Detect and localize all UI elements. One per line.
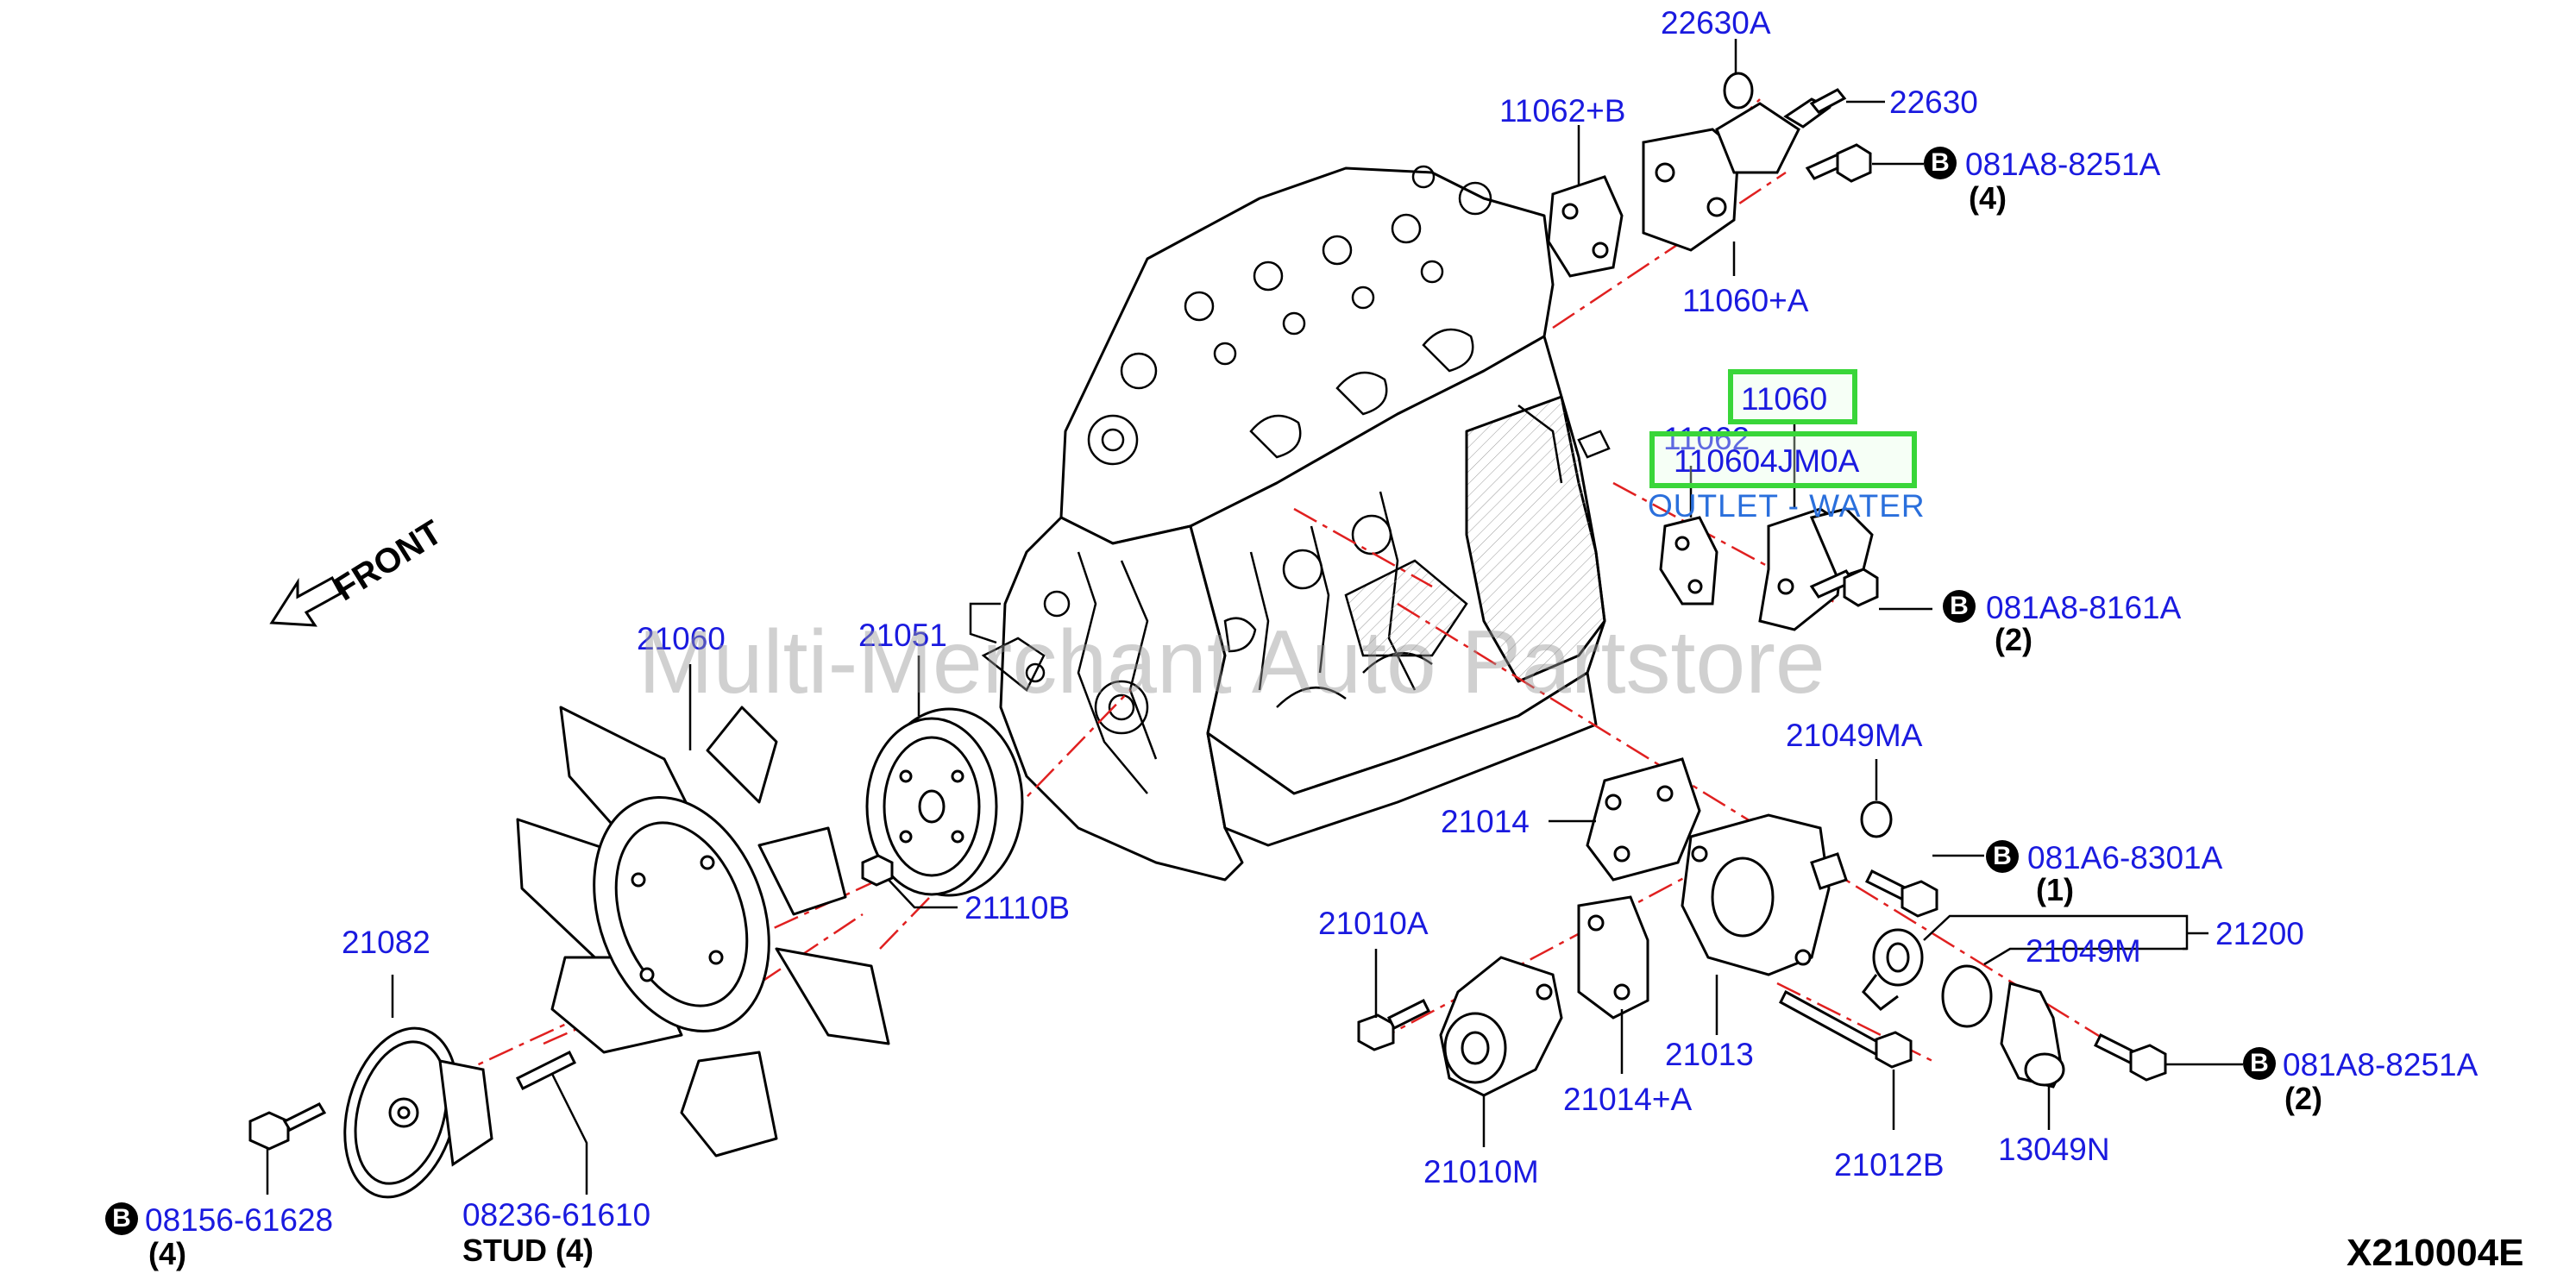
gasket-21014 <box>1586 757 1701 882</box>
quantity-label: (1) <box>2036 872 2074 907</box>
bolt-marker-icon: B <box>1924 147 1957 179</box>
quantity-label: (2) <box>2284 1081 2322 1116</box>
part-label-21082[interactable]: 21082 <box>342 925 430 960</box>
part-label-21051[interactable]: 21051 <box>858 618 947 653</box>
fan-clutch <box>343 1026 493 1199</box>
part-label-11062[interactable]: 11062 <box>1663 421 1750 456</box>
part-label-08156-61628[interactable]: 08156-61628 <box>145 1202 334 1238</box>
diagram-code: X210004E <box>2347 1232 2524 1274</box>
part-label-21012b[interactable]: 21012B <box>1834 1147 1945 1183</box>
bolt-081a8-8251a-bottom <box>2093 1032 2167 1082</box>
part-label-11060a[interactable]: 11060+A <box>1682 283 1809 318</box>
part-label-22630[interactable]: 22630 <box>1889 85 1978 120</box>
thermostat-21200 <box>1862 928 1924 1011</box>
part-label-21010m[interactable]: 21010M <box>1423 1154 1539 1189</box>
bolt-marker-icon: B <box>1943 590 1976 623</box>
front-arrow-icon <box>269 575 343 627</box>
nut-21110b <box>861 854 894 887</box>
part-label-21014a[interactable]: 21014+A <box>1563 1082 1693 1117</box>
water-outlet-upper <box>1547 102 1800 278</box>
bolt-081a8-8161a <box>1809 568 1879 607</box>
leader-21049m <box>1983 947 2187 966</box>
thermostat-housing-21013 <box>1681 813 1848 976</box>
part-label-11060[interactable]: 11060 <box>1741 381 1828 417</box>
engine-block <box>999 166 1606 882</box>
bolt-21012b <box>1779 989 1913 1069</box>
part-label-081a8-8251a-bottom[interactable]: 081A8-8251A <box>2283 1047 2479 1082</box>
part-description: OUTLET - WATER <box>1648 488 1926 524</box>
quantity-label: (2) <box>1995 622 2033 657</box>
part-number-full[interactable]: 110604JM0A <box>1674 443 1860 479</box>
gasket-21014a <box>1577 895 1649 1020</box>
highlight-box-full-number <box>1649 431 1917 488</box>
bolt-08156-61628 <box>248 1102 327 1151</box>
oring-22630a <box>1723 72 1754 110</box>
water-inlet-13049n <box>2000 982 2065 1089</box>
part-label-21049ma[interactable]: 21049MA <box>1786 718 1923 753</box>
bolt-marker-icon: B <box>1986 840 2019 873</box>
gasket-21049m <box>1941 964 1993 1028</box>
bolt-081a6-8301a <box>1864 869 1938 918</box>
water-pump-pulley <box>865 707 1024 897</box>
part-label-21049m[interactable]: 21049M <box>2026 933 2141 969</box>
temp-sensor-22630 <box>1783 88 1847 129</box>
leader-21110b <box>888 879 958 909</box>
part-label-081a8-8161a[interactable]: 081A8-8161A <box>1986 590 2182 625</box>
leader-08236 <box>550 1073 588 1195</box>
part-label-21010a[interactable]: 21010A <box>1318 906 1429 941</box>
stud-08236-61610 <box>515 1050 577 1091</box>
watermark: Multi-Merchant Auto Partstore <box>638 612 1825 712</box>
part-label-21200[interactable]: 21200 <box>2215 916 2304 951</box>
part-label-13049n[interactable]: 13049N <box>1998 1132 2110 1167</box>
part-label-21013[interactable]: 21013 <box>1665 1037 1754 1072</box>
bolt-081a8-8251a-top <box>1805 143 1872 183</box>
quantity-label: (4) <box>148 1236 186 1271</box>
cooling-fan <box>516 706 890 1158</box>
water-pump-21010m <box>1439 956 1563 1097</box>
part-label-081a8-8251a-top[interactable]: 081A8-8251A <box>1965 147 2161 182</box>
part-label-21060[interactable]: 21060 <box>637 621 726 656</box>
part-label-22630a[interactable]: 22630A <box>1661 5 1771 41</box>
stud-quantity-label: STUD (4) <box>462 1233 594 1268</box>
part-label-081a6-8301a[interactable]: 081A6-8301A <box>2027 840 2223 875</box>
oring-21049ma <box>1860 800 1893 838</box>
part-label-21014[interactable]: 21014 <box>1441 804 1530 839</box>
part-label-08236-61610[interactable]: 08236-61610 <box>462 1197 651 1233</box>
highlight-box-part <box>1728 369 1857 424</box>
part-label-21110b[interactable]: 21110B <box>964 890 1071 925</box>
quantity-label: (4) <box>1969 180 2007 216</box>
water-outlet-11060 <box>1659 507 1874 631</box>
bolt-marker-icon: B <box>105 1202 138 1235</box>
bolt-21010a <box>1357 998 1431 1051</box>
bolt-marker-icon: B <box>2243 1047 2276 1080</box>
part-label-11062b[interactable]: 11062+B <box>1499 93 1626 129</box>
